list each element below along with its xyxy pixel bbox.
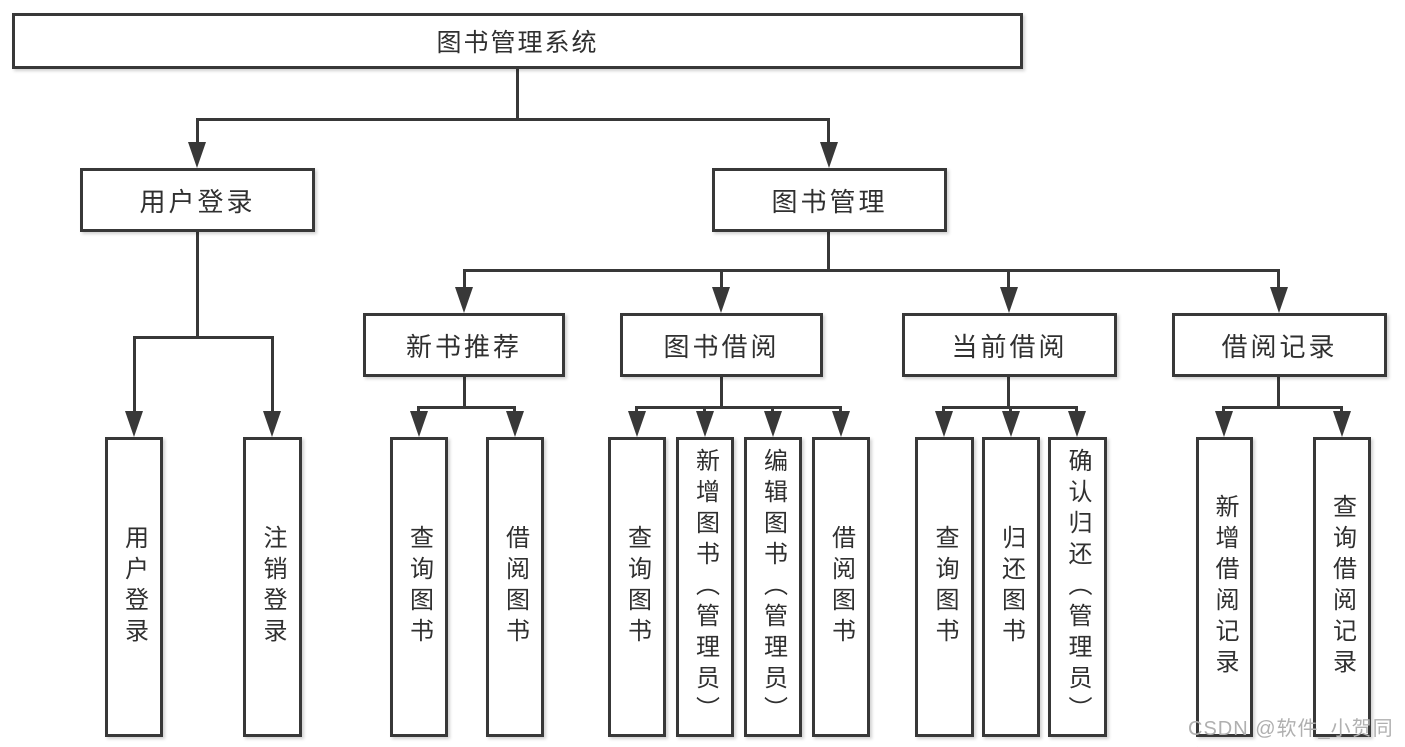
arrow-down-icon xyxy=(820,142,838,168)
connector-hline xyxy=(196,118,830,121)
connector-hline xyxy=(463,269,1280,272)
node-borrow-records: 借阅记录 xyxy=(1172,313,1387,377)
node-book-management: 图书管理 xyxy=(712,168,947,232)
connector-vline xyxy=(720,377,723,408)
connector-vline xyxy=(827,118,830,146)
connector-vline xyxy=(271,336,274,414)
connector-vline xyxy=(1277,377,1280,408)
connector-vline xyxy=(1007,269,1010,290)
connector-vline xyxy=(133,336,136,414)
arrow-down-icon xyxy=(1215,411,1233,437)
leaf-borrow-query-books: 查询图书 xyxy=(608,437,666,737)
arrow-down-icon xyxy=(455,287,473,313)
arrow-down-icon xyxy=(506,411,524,437)
arrow-down-icon xyxy=(1270,287,1288,313)
connector-hline xyxy=(417,406,516,409)
connector-vline xyxy=(1277,269,1280,290)
connector-hline xyxy=(133,336,274,339)
node-current-borrow: 当前借阅 xyxy=(902,313,1117,377)
node-user-login: 用户登录 xyxy=(80,168,315,232)
leaf-user-login: 用户登录 xyxy=(105,437,163,737)
arrow-down-icon xyxy=(832,411,850,437)
connector-hline xyxy=(635,406,842,409)
connector-hline xyxy=(942,406,1078,409)
arrow-down-icon xyxy=(696,411,714,437)
arrow-down-icon xyxy=(1002,411,1020,437)
leaf-borrow-add-books-admin: 新增图书（管理员） xyxy=(676,437,734,737)
arrow-down-icon xyxy=(712,287,730,313)
arrow-down-icon xyxy=(935,411,953,437)
connector-vline xyxy=(1007,377,1010,408)
leaf-current-confirm-return-admin: 确认归还（管理员） xyxy=(1048,437,1107,737)
arrow-down-icon xyxy=(1068,411,1086,437)
connector-vline xyxy=(196,118,199,146)
leaf-recommend-borrow-books: 借阅图书 xyxy=(486,437,544,737)
node-book-borrow: 图书借阅 xyxy=(620,313,823,377)
arrow-down-icon xyxy=(1333,411,1351,437)
leaf-current-query-books: 查询图书 xyxy=(915,437,974,737)
leaf-borrow-edit-books-admin: 编辑图书（管理员） xyxy=(744,437,802,737)
connector-vline xyxy=(827,232,830,272)
connector-vline xyxy=(463,269,466,290)
arrow-down-icon xyxy=(764,411,782,437)
arrow-down-icon xyxy=(263,411,281,437)
node-root-system: 图书管理系统 xyxy=(12,13,1023,69)
node-new-book-recommend: 新书推荐 xyxy=(363,313,565,377)
connector-vline xyxy=(463,377,466,408)
connector-vline xyxy=(720,269,723,290)
arrow-down-icon xyxy=(628,411,646,437)
leaf-logout: 注销登录 xyxy=(243,437,302,737)
leaf-recommend-query-books: 查询图书 xyxy=(390,437,448,737)
arrow-down-icon xyxy=(188,142,206,168)
connector-vline xyxy=(196,232,199,338)
arrow-down-icon xyxy=(410,411,428,437)
leaf-records-query-borrow-record: 查询借阅记录 xyxy=(1313,437,1371,737)
arrow-down-icon xyxy=(1000,287,1018,313)
leaf-current-return-books: 归还图书 xyxy=(982,437,1040,737)
connector-hline xyxy=(1222,406,1343,409)
connector-vline xyxy=(516,66,519,121)
arrow-down-icon xyxy=(125,411,143,437)
watermark: CSDN @软件_小贺同学 xyxy=(1188,718,1394,740)
leaf-borrow-borrow-books: 借阅图书 xyxy=(812,437,870,737)
leaf-records-add-borrow-record: 新增借阅记录 xyxy=(1196,437,1253,737)
